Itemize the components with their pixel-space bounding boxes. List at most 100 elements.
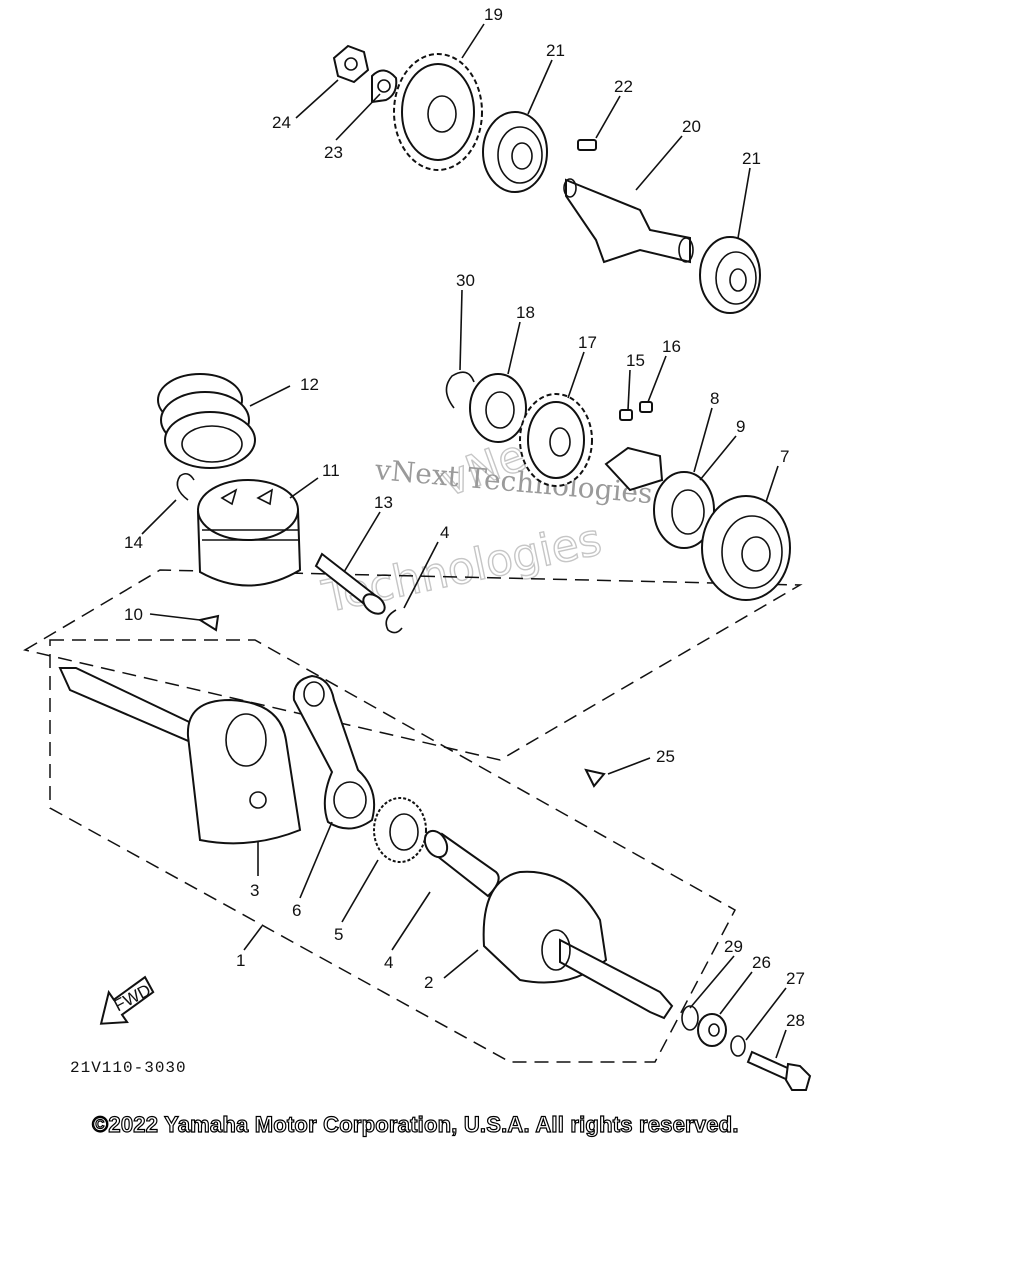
part-label-17: 17	[578, 333, 597, 352]
part-label-26: 26	[752, 953, 771, 972]
main-bearing-part	[701, 495, 791, 601]
cam-part	[604, 446, 664, 492]
part-label-22: 22	[614, 77, 633, 96]
leader-line-6	[299, 821, 333, 899]
lock-washer-part	[371, 69, 398, 104]
part-label-20: 20	[682, 117, 701, 136]
leader-line-21	[527, 59, 553, 115]
piston-part	[196, 479, 302, 587]
leader-line-16	[647, 355, 667, 403]
balancer-shaft-part	[563, 178, 694, 264]
part-label-18: 18	[516, 303, 535, 322]
part-label-3: 3	[250, 881, 259, 900]
part-label-19: 19	[484, 5, 503, 24]
spring-part	[619, 409, 633, 421]
leader-line-9	[699, 435, 737, 481]
woodruff-key-left-part	[197, 614, 220, 632]
copyright-notice: ©2022 Yamaha Motor Corporation, U.S.A. A…	[91, 1111, 739, 1137]
bolt-part	[746, 1050, 812, 1091]
leader-line-2	[443, 949, 479, 979]
part-label-10: 10	[124, 605, 143, 624]
key-part-upper	[577, 139, 597, 151]
leader-line-28	[775, 1029, 787, 1059]
part-label-13: 13	[374, 493, 393, 512]
piston-pin-part	[314, 552, 386, 615]
leader-line-30	[459, 289, 463, 371]
spring-washer-part	[730, 1035, 746, 1057]
leader-line-17	[567, 351, 585, 399]
crank-pin-part	[423, 829, 500, 898]
crankshaft-assembly-outline	[49, 639, 737, 1063]
leader-line-21	[737, 167, 751, 239]
part-label-7: 7	[780, 447, 789, 466]
leader-line-12	[249, 385, 291, 407]
fwd-arrow: FWD	[99, 975, 155, 1025]
leader-line-13	[343, 511, 381, 573]
part-label-25: 25	[656, 747, 675, 766]
part-label-2: 2	[424, 973, 433, 992]
leader-line-15	[627, 369, 631, 411]
part-label-23: 23	[324, 143, 343, 162]
part-label-4: 4	[440, 523, 449, 542]
part-label-16: 16	[662, 337, 681, 356]
nut-part	[332, 44, 370, 84]
leader-line-11	[289, 477, 319, 499]
part-label-9: 9	[736, 417, 745, 436]
diagram-code: 21V110-3030	[70, 1059, 187, 1077]
leader-line-18	[507, 321, 521, 375]
bearing-lower-part	[699, 236, 761, 314]
connecting-rod-part	[292, 674, 376, 830]
washer-part	[697, 1013, 727, 1047]
part-label-5: 5	[334, 925, 343, 944]
leader-line-27	[745, 987, 787, 1041]
drive-gear-part	[519, 393, 593, 487]
part-label-29: 29	[724, 937, 743, 956]
plate-part	[469, 373, 527, 443]
leader-line-4	[403, 541, 439, 609]
leader-line-29	[689, 955, 735, 1009]
leader-line-23	[335, 93, 381, 141]
leader-line-20	[635, 135, 683, 191]
circlip-right-part	[385, 609, 403, 634]
leader-line-10	[149, 613, 201, 621]
piston-rings-part	[157, 373, 256, 469]
part-label-24: 24	[272, 113, 291, 132]
leader-line-19	[461, 23, 485, 59]
part-label-15: 15	[626, 351, 645, 370]
part-label-6: 6	[292, 901, 301, 920]
part-label-28: 28	[786, 1011, 805, 1030]
needle-bearing-part	[373, 797, 427, 863]
bearing-upper-part	[482, 111, 548, 193]
circlip-left-part	[176, 472, 195, 501]
leader-line-7	[765, 465, 779, 503]
leader-line-5	[341, 859, 379, 923]
part-label-12: 12	[300, 375, 319, 394]
part-label-27: 27	[786, 969, 805, 988]
part-label-21: 21	[742, 149, 761, 168]
crank-right-part	[482, 870, 674, 1020]
watermark-secondary: Technologies	[318, 514, 606, 623]
leader-line-25	[607, 757, 651, 775]
leader-line-26	[719, 971, 753, 1015]
leader-line-14	[141, 499, 177, 535]
leader-line-8	[693, 407, 713, 473]
crank-left-part	[58, 667, 302, 845]
leader-line-4	[391, 891, 431, 951]
part-label-1: 1	[236, 951, 245, 970]
part-label-8: 8	[710, 389, 719, 408]
part-label-21: 21	[546, 41, 565, 60]
woodruff-key-right-part	[584, 768, 606, 788]
pin-part	[639, 401, 653, 413]
washer-ring-part	[653, 471, 715, 549]
part-label-30: 30	[456, 271, 475, 290]
leader-line-24	[295, 79, 339, 119]
part-label-4: 4	[384, 953, 393, 972]
part-label-14: 14	[124, 533, 143, 552]
balancer-gear-part	[393, 53, 483, 171]
o-ring-part	[681, 1005, 699, 1031]
callouts: 1234456789101112131415161718192021212223…	[124, 5, 805, 1059]
part-label-11: 11	[322, 461, 340, 480]
circlip-part	[445, 371, 475, 409]
leader-line-1	[243, 925, 263, 951]
